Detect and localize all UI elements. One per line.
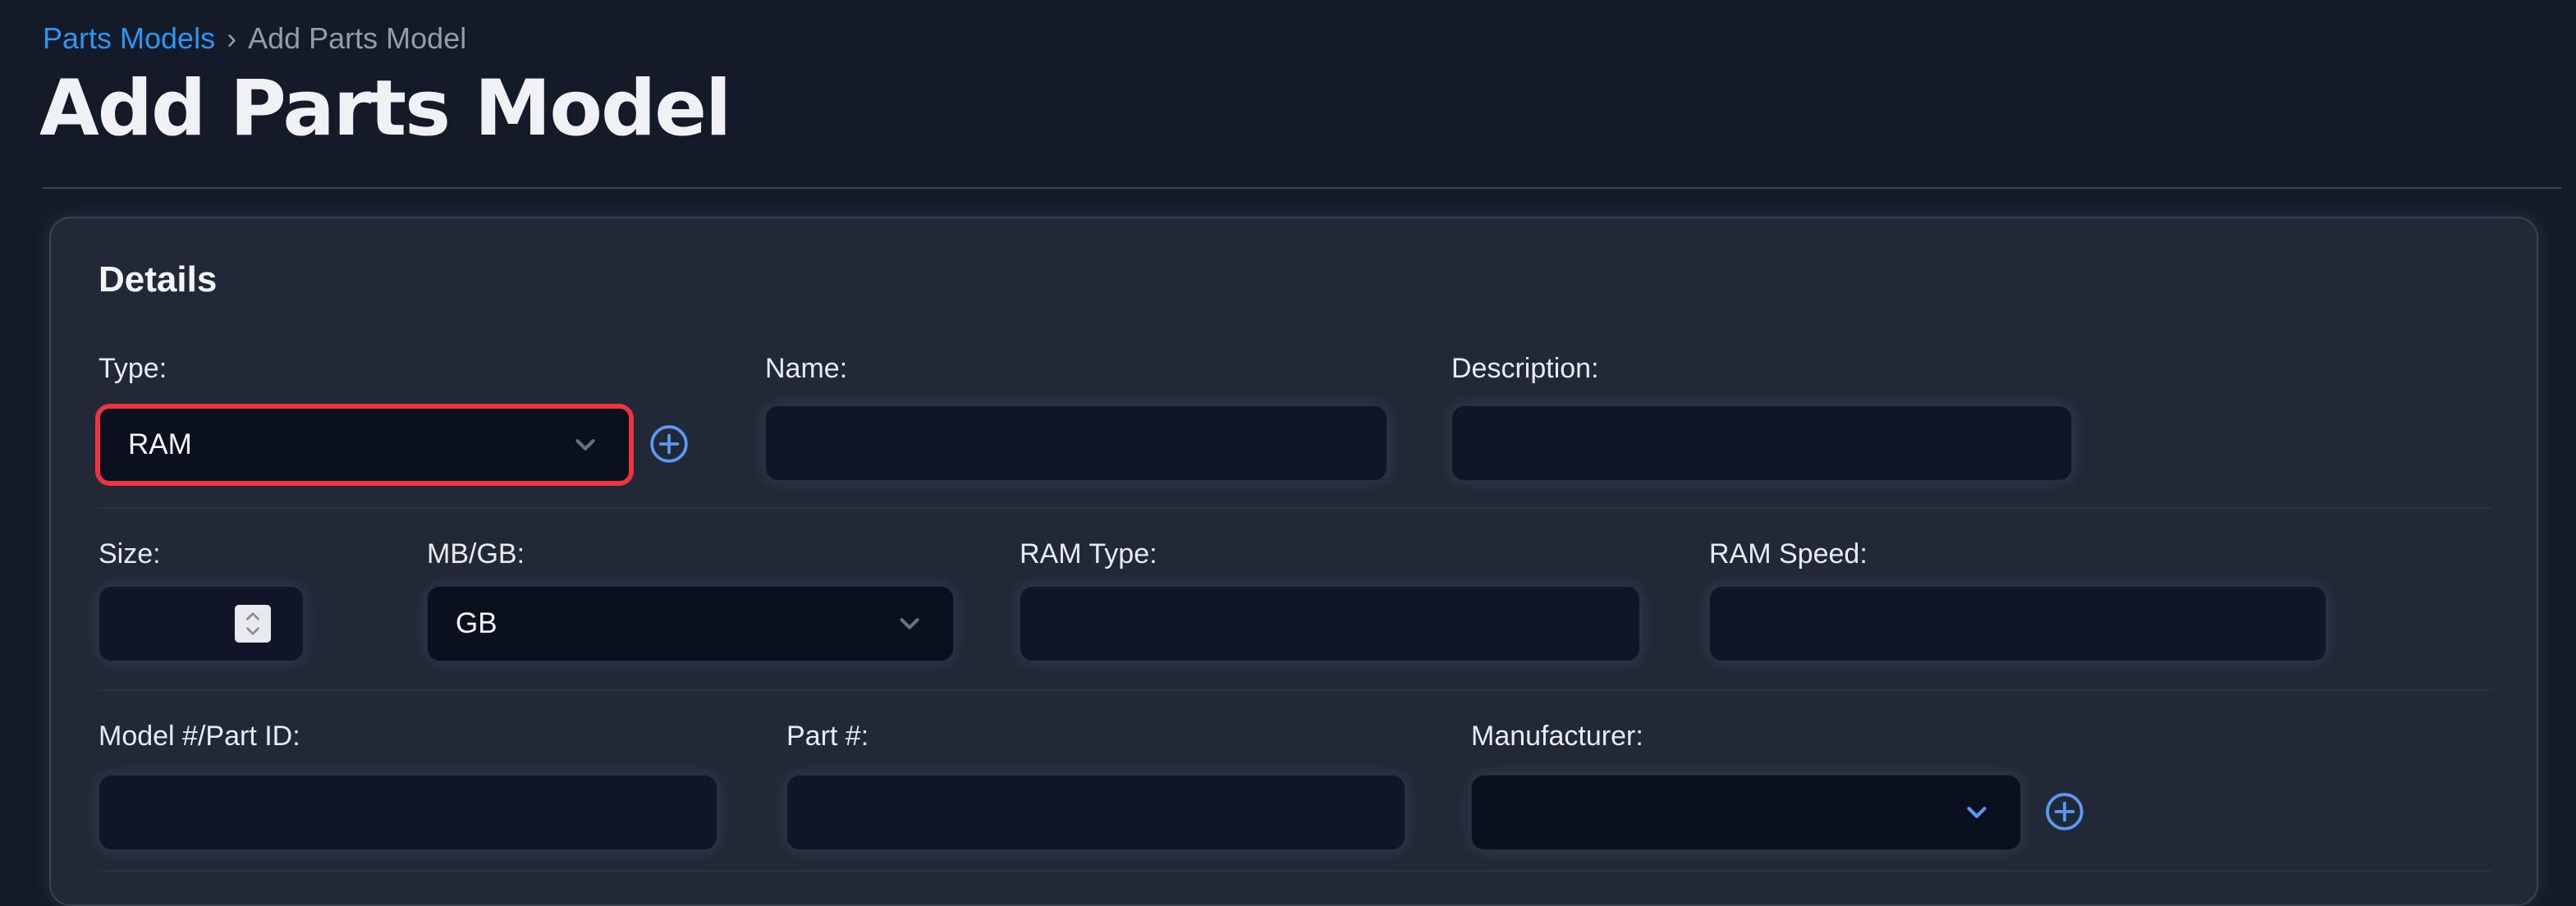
mb-gb-select[interactable]: GB — [427, 586, 954, 661]
type-label: Type: — [99, 353, 167, 384]
plus-circle-icon — [649, 423, 690, 464]
chevron-up-icon — [243, 609, 263, 623]
breadcrumb-link-parts-models[interactable]: Parts Models — [43, 21, 216, 55]
breadcrumb: Parts Models › Add Parts Model — [43, 21, 466, 56]
type-select-highlight-ring: RAM — [95, 404, 634, 486]
page-title: Add Parts Model — [39, 64, 731, 153]
size-stepper[interactable] — [235, 605, 271, 643]
chevron-down-icon — [243, 625, 263, 638]
type-select[interactable]: RAM — [100, 409, 629, 481]
type-select-value: RAM — [128, 428, 192, 460]
chevron-down-icon — [894, 608, 925, 639]
ram-type-input[interactable] — [1020, 586, 1640, 661]
name-label: Name: — [765, 353, 848, 384]
part-number-label: Part #: — [786, 721, 869, 752]
manufacturer-select[interactable] — [1471, 775, 2021, 850]
add-type-button[interactable] — [649, 423, 690, 464]
model-part-id-input[interactable] — [99, 775, 717, 850]
part-number-input[interactable] — [786, 775, 1405, 850]
name-input[interactable] — [765, 405, 1387, 481]
description-label: Description: — [1451, 353, 1599, 384]
mb-gb-label: MB/GB: — [427, 538, 525, 570]
ram-type-label: RAM Type: — [1020, 538, 1157, 570]
size-label: Size: — [99, 538, 161, 570]
mb-gb-select-value: GB — [456, 607, 497, 639]
row-divider — [99, 689, 2492, 691]
model-part-id-label: Model #/Part ID: — [99, 721, 300, 752]
row-divider — [99, 507, 2492, 509]
details-heading: Details — [99, 259, 218, 300]
header-divider — [43, 187, 2561, 189]
ram-speed-label: RAM Speed: — [1709, 538, 1868, 570]
breadcrumb-current: Add Parts Model — [248, 21, 467, 55]
size-field — [99, 586, 304, 661]
manufacturer-label: Manufacturer: — [1471, 721, 1643, 752]
breadcrumb-separator: › — [227, 21, 237, 55]
size-input[interactable] — [99, 586, 304, 661]
add-manufacturer-button[interactable] — [2044, 791, 2085, 832]
chevron-down-icon — [570, 429, 601, 460]
row-divider — [99, 870, 2492, 872]
ram-speed-input[interactable] — [1709, 586, 2326, 661]
chevron-down-icon — [1961, 797, 1992, 828]
plus-circle-icon — [2044, 791, 2085, 832]
details-card: Details Type: Name: Description: RAM Siz… — [49, 217, 2538, 906]
description-input[interactable] — [1451, 405, 2072, 481]
